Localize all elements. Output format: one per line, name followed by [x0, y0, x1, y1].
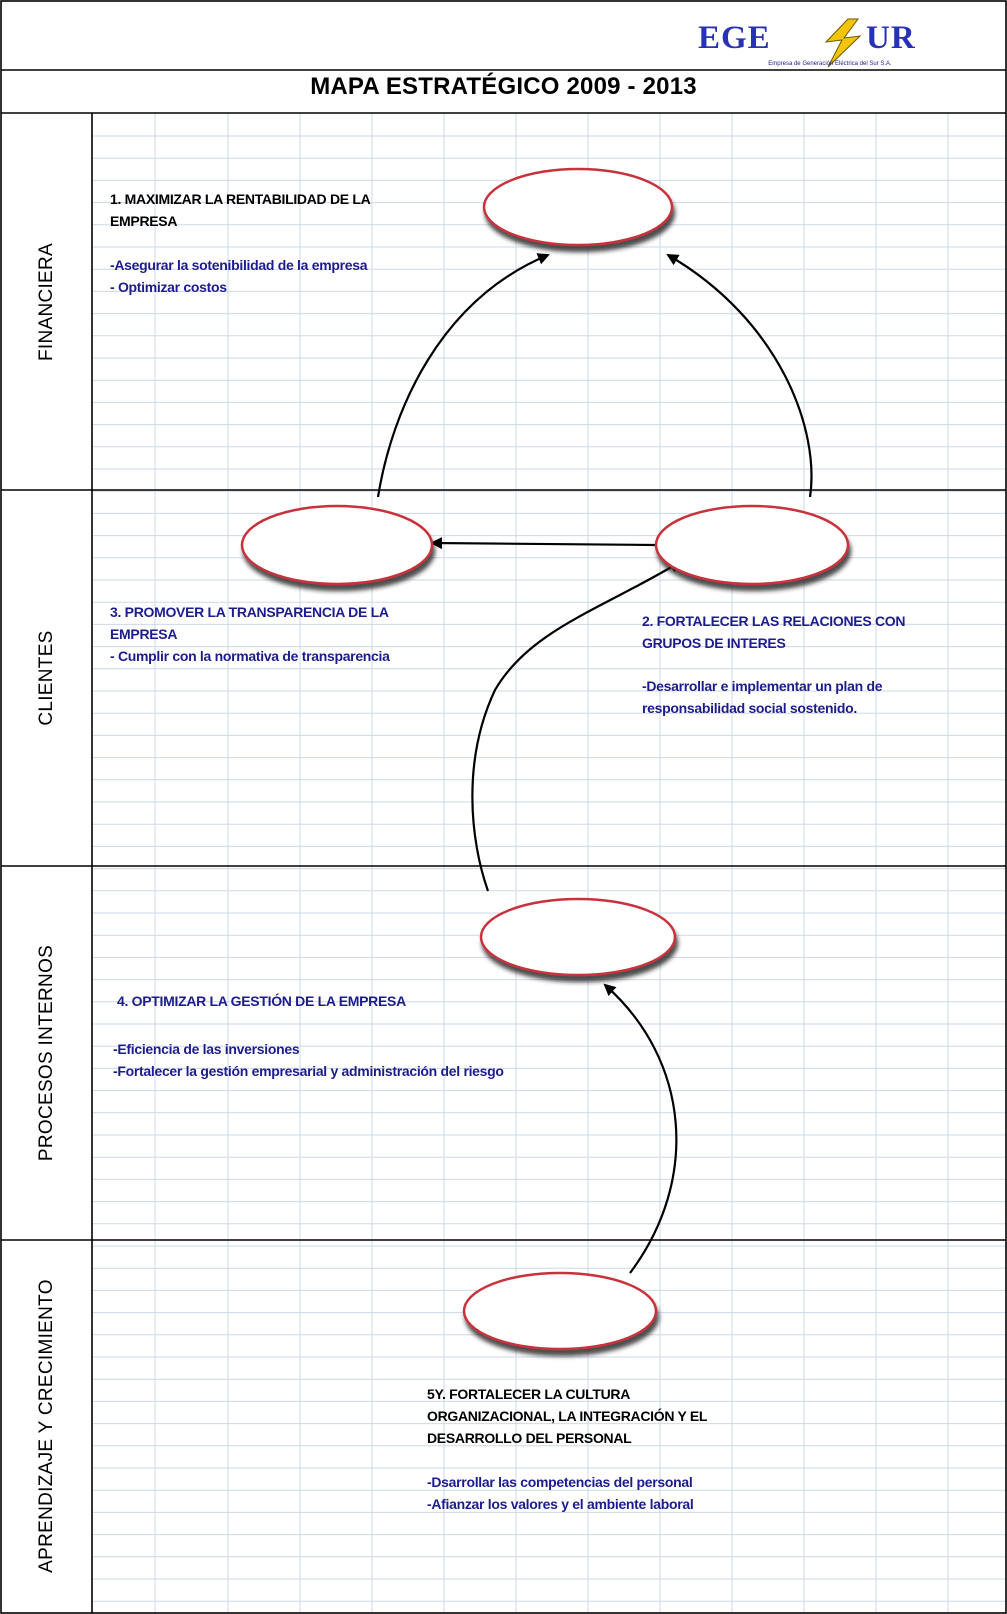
logo-text-left: EGE	[698, 20, 771, 56]
logo-tagline: Empresa de Generación Eléctrica del Sur …	[768, 61, 892, 67]
objective-1-title: 1. MAXIMIZAR LA RENTABILIDAD DE LA EMPRE…	[110, 191, 371, 229]
objective-3-title: 3. PROMOVER LA TRANSPARENCIA DE LA EMPRE…	[110, 604, 389, 642]
connections	[376, 253, 813, 1274]
arrow-2-to-1	[666, 253, 813, 498]
perspective-label-procesos-internos: PROCESOS INTERNOS	[36, 944, 57, 1162]
logo-text-right: UR	[866, 20, 916, 56]
perspective-label-financiera: FINANCIERA	[36, 242, 57, 362]
objective-2-bullets: -Desarrollar e implementar un plan de re…	[642, 678, 883, 716]
objective-node-4[interactable]	[479, 897, 677, 977]
egesur-logo: EGE UR Empresa de Generación Eléctrica d…	[690, 18, 970, 70]
objective-node-3[interactable]	[240, 504, 434, 586]
objective-3-bullets: - Cumplir con la normativa de transparen…	[110, 648, 390, 664]
arrow-4-to-2	[471, 560, 682, 892]
objective-2-title: 2. FORTALECER LAS RELACIONES CON GRUPOS …	[642, 613, 906, 651]
arrow-5-to-4	[603, 983, 678, 1274]
arrow-2-to-3	[430, 537, 656, 550]
objective-5-title: 5Y. FORTALECER LA CULTURA ORGANIZACIONAL…	[427, 1386, 708, 1446]
objective-4-bullets: -Eficiencia de las inversiones -Fortalec…	[113, 1041, 504, 1079]
spreadsheet-grid	[92, 113, 1006, 1613]
lightning-bolt-icon	[824, 18, 862, 68]
perspective-label-aprendizaje: APRENDIZAJE Y CRECIMIENTO	[36, 1279, 57, 1573]
objective-node-1[interactable]	[482, 167, 674, 247]
arrow-3-to-1	[376, 253, 550, 498]
objective-1-bullets: -Asegurar la sotenibilidad de la empresa…	[110, 257, 368, 295]
page-title: MAPA ESTRATÉGICO 2009 - 2013	[310, 73, 697, 100]
perspective-label-clientes: CLIENTES	[36, 630, 57, 726]
objective-4-title: 4. OPTIMIZAR LA GESTIÓN DE LA EMPRESA	[117, 993, 406, 1009]
objective-5-bullets: -Dsarrollar las competencias del persona…	[427, 1474, 694, 1512]
objective-node-2[interactable]	[654, 504, 850, 586]
objective-node-5[interactable]	[462, 1271, 658, 1351]
objective-nodes	[240, 167, 850, 1351]
